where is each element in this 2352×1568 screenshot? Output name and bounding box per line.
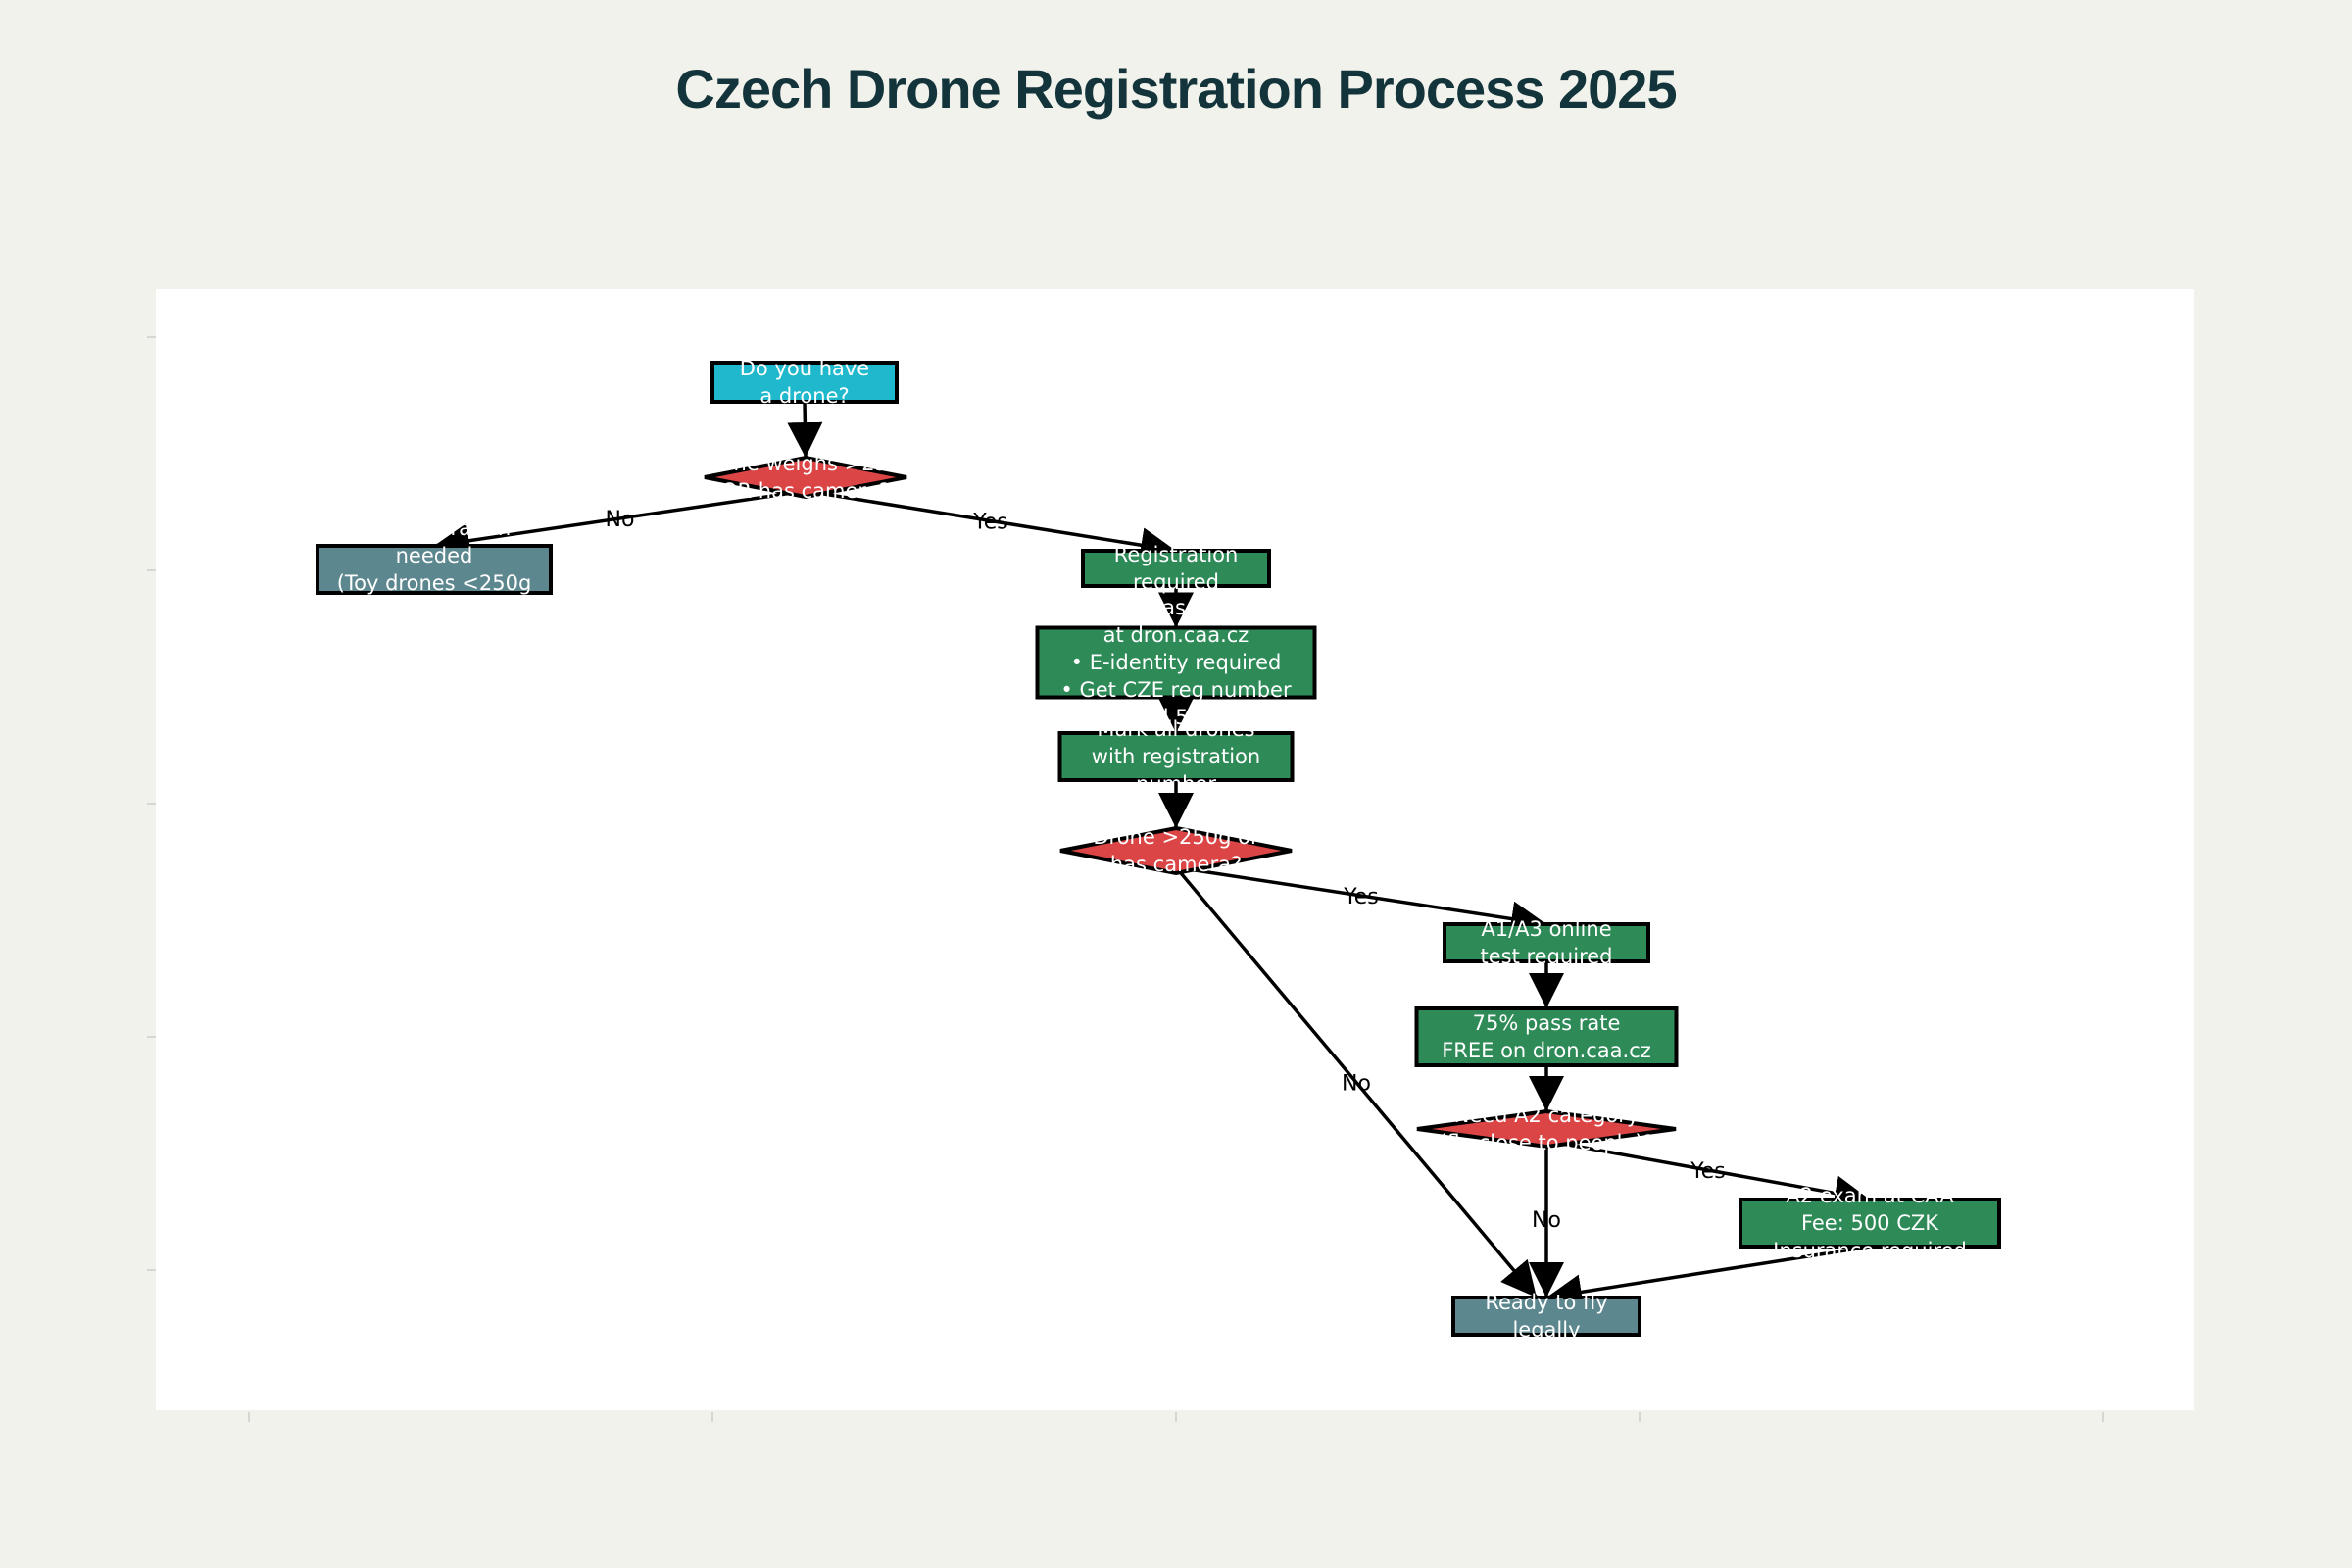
node-label-line: Need A2 category xyxy=(1454,1103,1640,1127)
edge-test-check-to-ready xyxy=(1174,865,1539,1299)
process-box xyxy=(1443,922,1650,963)
node-label-line: Registration xyxy=(1114,543,1239,566)
node-label-line: Do you have xyxy=(740,357,869,380)
edge-weight-check-to-no-registration xyxy=(433,489,807,559)
node-label-line: test required xyxy=(1481,945,1613,968)
node-label-line: has camera? xyxy=(1110,853,1242,876)
decision-diamond xyxy=(1059,825,1293,876)
node-label-line: Drone weighs >250g xyxy=(697,452,913,475)
node-label-line: Ready to fly xyxy=(1485,1291,1607,1314)
node-label-line: Fee: 500 CZK xyxy=(1801,1211,1939,1235)
node-label-line: • E-identity required xyxy=(1071,651,1282,674)
edge-weight-check-to-registration-required xyxy=(805,489,1177,564)
node-label-line: needed xyxy=(396,544,473,567)
node-label-line: 75% pass rate xyxy=(1473,1011,1621,1035)
node-label-line: Insurance required xyxy=(1773,1239,1967,1262)
node-label-line: • Valid 5 years xyxy=(1101,706,1251,729)
node-mark-drones: Mark all drones with registration number xyxy=(1057,717,1295,796)
edge-test-check-to-a1a3-test xyxy=(1175,865,1547,937)
start-box xyxy=(710,361,899,404)
node-label-line: (fly close to people)? xyxy=(1439,1131,1654,1154)
process-box xyxy=(1035,625,1317,700)
node-ready: Ready to fly legally xyxy=(1451,1291,1642,1342)
node-label-line: Register as operator xyxy=(1071,596,1281,619)
node-label-line: at dron.caa.cz xyxy=(1103,623,1250,647)
process-box xyxy=(1081,549,1271,588)
node-label-line: Mark all drones xyxy=(1097,717,1254,741)
node-a2-cert: A2 exam at CAA Fee: 500 CZK Insurance requ… xyxy=(1739,1184,2001,1262)
node-label-line: without camera) xyxy=(349,599,518,622)
edge-start-to-weight-check xyxy=(787,401,823,459)
edge-label: No xyxy=(1342,1072,1371,1097)
node-a2-check: Need A2 category (fly close to people)? xyxy=(1416,1103,1677,1154)
edge-label: No xyxy=(1532,1208,1561,1233)
axis-ticks xyxy=(147,336,2104,1422)
edge-label: Yes xyxy=(1690,1159,1726,1184)
node-no-registration: No registration needed (Toy drones <250g wi… xyxy=(316,516,553,622)
edge-a2-cert-to-ready xyxy=(1545,1245,1871,1310)
node-start: Do you have a drone? xyxy=(710,357,899,408)
process-box xyxy=(1414,1006,1679,1067)
node-weight-check: Drone weighs >250g OR has camera? xyxy=(697,452,913,503)
terminal-box xyxy=(316,544,553,595)
terminal-box xyxy=(1451,1296,1642,1337)
node-label-line: FREE on dron.caa.cz xyxy=(1442,1039,1651,1062)
node-label-line: legally xyxy=(1512,1318,1580,1342)
node-register-operator: Register as operator at dron.caa.cz • E-id… xyxy=(1035,596,1317,729)
decision-diamond xyxy=(704,455,907,500)
nodes: Do you have a drone? Drone weighs >250g OR … xyxy=(316,357,2001,1342)
decision-diamond xyxy=(1416,1108,1677,1150)
edge-label: Yes xyxy=(972,511,1008,535)
node-label-line: Drone >250g or xyxy=(1093,825,1259,849)
edge-label: Yes xyxy=(1343,885,1379,909)
node-label-line: No registration xyxy=(358,516,511,540)
edge-label: No xyxy=(606,508,635,532)
node-test-check: Drone >250g or has camera? xyxy=(1059,825,1293,876)
node-label-line: A2 exam at CAA xyxy=(1786,1184,1954,1207)
node-label-line: • Get CZE reg number xyxy=(1060,678,1292,702)
node-label-line: a drone? xyxy=(760,384,849,408)
edge-a2-check-to-a2-cert xyxy=(1545,1139,1871,1211)
chart-title: Czech Drone Registration Process 2025 xyxy=(675,58,1677,120)
node-label-line: required xyxy=(1133,570,1219,594)
process-box xyxy=(1057,731,1295,782)
node-label-line: A1/A3 online xyxy=(1481,917,1611,941)
node-label-line: OR has camera? xyxy=(721,479,890,503)
node-label-line: number xyxy=(1136,772,1216,796)
edges xyxy=(433,401,1871,1310)
node-a1a3-test: A1/A3 online test required xyxy=(1443,917,1650,968)
process-box xyxy=(1739,1198,2001,1249)
node-label-line: (Toy drones <250g xyxy=(337,571,532,595)
node-registration-required: Registration required xyxy=(1081,543,1271,594)
node-label-line: with registration xyxy=(1092,745,1260,768)
